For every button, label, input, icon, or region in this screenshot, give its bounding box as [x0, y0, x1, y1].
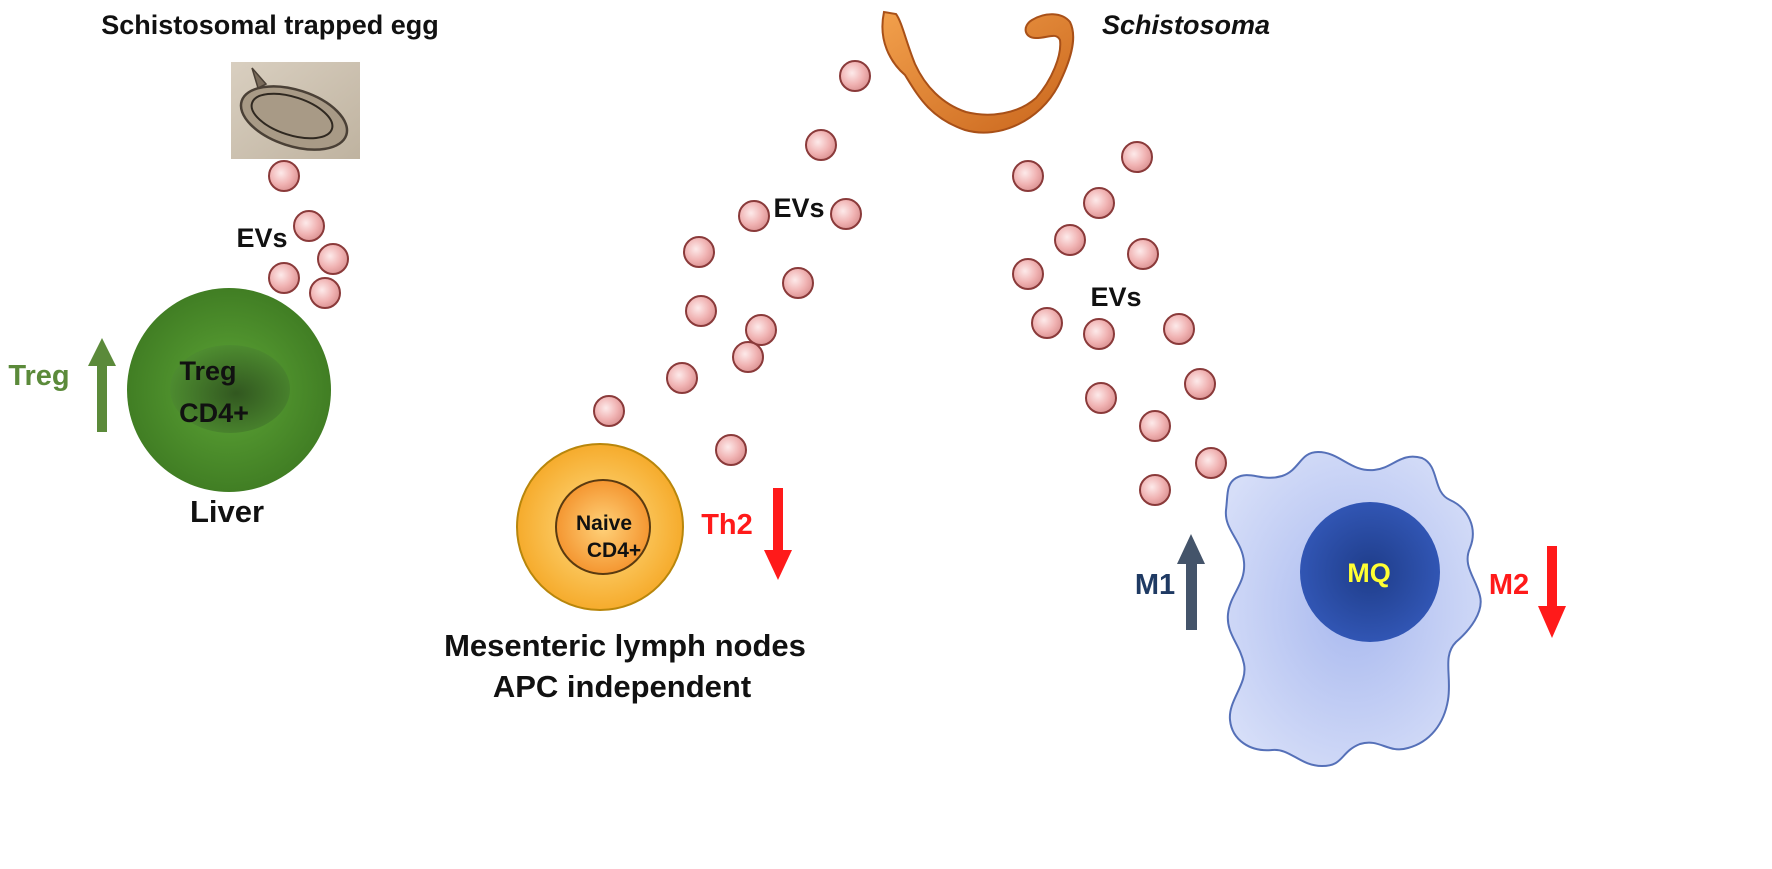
vesicle: [683, 236, 715, 268]
vesicle: [715, 434, 747, 466]
vesicle: [1139, 474, 1171, 506]
egg-photo: [231, 62, 360, 159]
treg-effect-label: Treg: [8, 360, 69, 392]
vesicle: [1184, 368, 1216, 400]
th2-effect-label: Th2: [701, 509, 753, 541]
m2-effect-label: M2: [1489, 569, 1529, 601]
macrophage-label: MQ: [1347, 558, 1391, 588]
vesicle: [839, 60, 871, 92]
naive-cell-label-2: CD4+: [587, 539, 641, 562]
vesicle: [666, 362, 698, 394]
treg-up-arrow-icon: [88, 338, 116, 432]
vesicle: [782, 267, 814, 299]
vesicle: [805, 129, 837, 161]
vesicle: [317, 243, 349, 275]
vesicle: [1163, 313, 1195, 345]
naive-evs-label: EVs: [773, 193, 824, 223]
naive-vesicles: [593, 60, 871, 466]
vesicle: [685, 295, 717, 327]
vesicle: [1121, 141, 1153, 173]
vesicle: [1085, 382, 1117, 414]
vesicle: [732, 341, 764, 373]
schistosoma-worm: [881, 10, 1075, 134]
treg-cell-label-1: Treg: [179, 356, 236, 386]
treg-cell: [127, 288, 331, 492]
egg-evs-label: EVs: [236, 223, 287, 253]
treg-cell-label-2: CD4+: [179, 398, 249, 428]
naive-cell-label-1: Naive: [576, 512, 632, 535]
vesicle: [1139, 410, 1171, 442]
vesicle: [268, 160, 300, 192]
vesicle: [1083, 318, 1115, 350]
vesicle: [1195, 447, 1227, 479]
vesicle: [1012, 160, 1044, 192]
vesicle: [293, 210, 325, 242]
m1-effect-label: M1: [1135, 569, 1175, 601]
macrophage-cell: [1224, 450, 1482, 768]
vesicle: [268, 262, 300, 294]
th2-down-arrow-icon: [764, 488, 792, 580]
mln-label-2: APC independent: [493, 669, 751, 704]
vesicle: [309, 277, 341, 309]
liver-label: Liver: [190, 494, 264, 529]
vesicle: [1012, 258, 1044, 290]
vesicle: [593, 395, 625, 427]
vesicle: [1031, 307, 1063, 339]
vesicle: [1054, 224, 1086, 256]
vesicle: [830, 198, 862, 230]
m2-down-arrow-icon: [1538, 546, 1566, 638]
vesicle: [738, 200, 770, 232]
mln-label-1: Mesenteric lymph nodes: [444, 628, 806, 663]
macrophage-vesicles: [1012, 141, 1227, 506]
egg-title: Schistosomal trapped egg: [101, 10, 439, 40]
macrophage-evs-label: EVs: [1090, 282, 1141, 312]
vesicle: [1083, 187, 1115, 219]
naive-cell: [516, 443, 684, 611]
vesicle: [1127, 238, 1159, 270]
vesicle: [745, 314, 777, 346]
m1-up-arrow-icon: [1177, 534, 1205, 630]
schistosoma-title: Schistosoma: [1102, 10, 1270, 40]
egg-vesicles: [268, 160, 349, 309]
